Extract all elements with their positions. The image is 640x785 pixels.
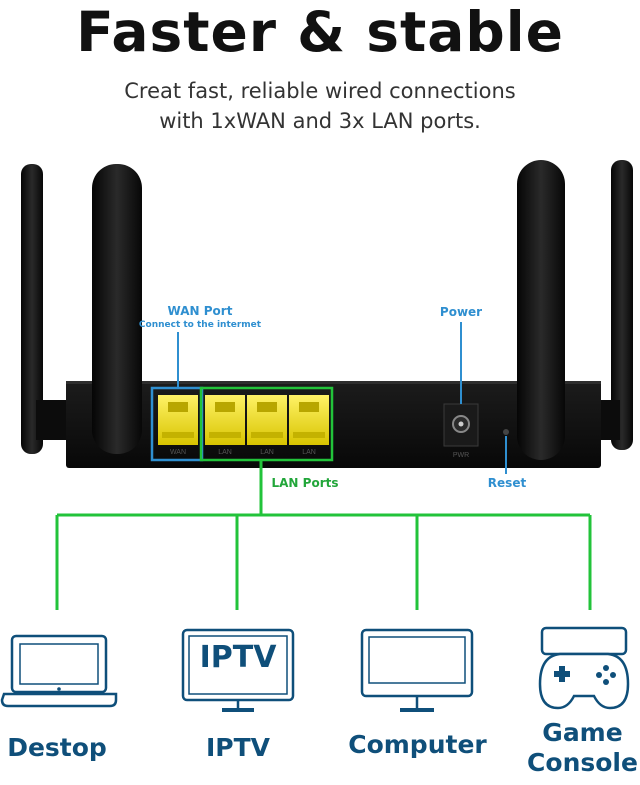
device-label-iptv: IPTV [205, 733, 271, 762]
left-main-antenna [92, 164, 142, 454]
subtitle-line-1: Creat fast, reliable wired connections [124, 79, 516, 103]
monitor-icon [360, 628, 474, 712]
laptop-icon [0, 634, 118, 708]
lan-port-caption-3: LAN [302, 449, 316, 456]
wan-port-sublabel: Connect to the intermet [138, 320, 262, 330]
tv-screen-text: IPTV [199, 640, 277, 675]
lan-connection-tree [55, 460, 592, 610]
reset-hole [503, 429, 509, 435]
device-label-computer: Computer [348, 730, 487, 759]
tv-icon [181, 628, 295, 712]
lan-port-caption-1: LAN [218, 449, 232, 456]
lan-highlight-box [199, 386, 334, 462]
power-label: Power [439, 305, 483, 319]
wan-port [158, 395, 198, 445]
device-label-game: Game [542, 718, 623, 747]
wan-port-label: WAN Port [167, 304, 233, 318]
lan-port-caption-2: LAN [260, 449, 274, 456]
right-main-antenna [517, 160, 565, 460]
lan-ports-label: LAN Ports [271, 476, 339, 490]
power-port-caption: PWR [452, 452, 470, 459]
page-title: Faster & stable [76, 0, 564, 64]
page-subtitle: Creat fast, reliable wired connections w… [0, 76, 640, 136]
device-label-console: Console [527, 748, 638, 777]
power-jack [443, 403, 479, 447]
lan-port-1 [205, 395, 245, 445]
left-side-antenna [21, 164, 66, 454]
lan-port-3 [289, 395, 329, 445]
subtitle-line-2: with 1xWAN and 3x LAN ports. [159, 109, 481, 133]
device-label-destop: Destop [7, 733, 107, 762]
reset-label: Reset [487, 476, 527, 490]
wan-port-caption: WAN [169, 449, 187, 456]
lan-port-2 [247, 395, 287, 445]
gamepad-icon [538, 626, 630, 710]
